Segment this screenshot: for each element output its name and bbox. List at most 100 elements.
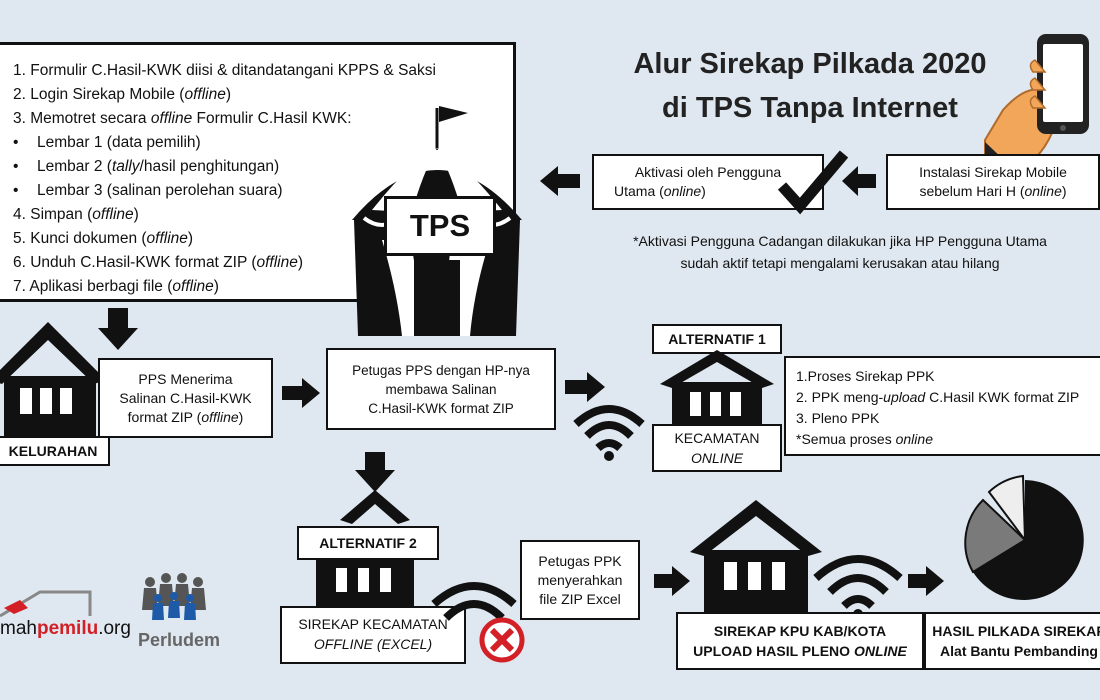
perludem-logo-icon bbox=[142, 573, 206, 620]
instalasi-line-1: Instalasi Sirekap Mobile bbox=[919, 164, 1067, 180]
text-part: Formulir C.Hasil KWK: bbox=[192, 110, 352, 127]
kelurahan-house-icon bbox=[0, 322, 106, 440]
step-item: 5. Kunci dokumen (offline) bbox=[13, 227, 513, 251]
checkmark-icon bbox=[777, 150, 849, 215]
aktivasi-note: *Aktivasi Pengguna Cadangan dilakukan ji… bbox=[560, 230, 1100, 274]
rumahpemilu-logo: mahpemilu.org bbox=[0, 618, 131, 640]
step-item: 7. Aplikasi berbagi file (offline) bbox=[13, 275, 513, 299]
step-sub-item: • Lembar 3 (salinan perolehan suara) bbox=[13, 179, 513, 203]
aktivasi-line-2: Utama (online) bbox=[614, 183, 706, 199]
text-part: ) bbox=[213, 278, 219, 295]
petugas-ppk-box: Petugas PPK menyerahkan file ZIP Excel bbox=[520, 540, 640, 620]
alt2-roof-icon bbox=[340, 490, 410, 524]
note-line-1: *Aktivasi Pengguna Cadangan dilakukan ji… bbox=[633, 233, 1047, 249]
kpu-house-icon bbox=[690, 500, 822, 612]
alt1-list-item: 3. Pleno PPK bbox=[796, 408, 1100, 429]
petugas-pps-line-3: C.Hasil-KWK format ZIP bbox=[368, 400, 514, 416]
logo-text-a: mah bbox=[0, 618, 37, 639]
text-part: ) bbox=[187, 230, 194, 247]
text-part: offline bbox=[172, 278, 214, 295]
text-part: Lembar 1 (data pemilih) bbox=[37, 134, 201, 151]
arrow-down-icon bbox=[355, 452, 395, 492]
petugas-ppk-line-1: Petugas PPK bbox=[538, 552, 622, 569]
text-part: upload bbox=[883, 389, 926, 405]
alt2-kecamatan-line-2: OFFLINE (EXCEL) bbox=[313, 636, 433, 652]
text-part: /hasil penghitungan) bbox=[139, 158, 280, 175]
note-line-2: sudah aktif tetapi mengalami kerusakan a… bbox=[680, 255, 1000, 271]
text-part: C.Hasil KWK format ZIP bbox=[925, 389, 1080, 405]
alt1-list-item: 1.Proses Sirekap PPK bbox=[796, 366, 1100, 387]
bullet: • bbox=[13, 182, 19, 199]
petugas-pps-box: Petugas PPS dengan HP-nya membawa Salina… bbox=[326, 348, 556, 430]
step-sub-item: • Lembar 1 (data pemilih) bbox=[13, 131, 513, 155]
text-part: 3. Pleno PPK bbox=[796, 410, 880, 426]
text-part: ) bbox=[133, 206, 139, 223]
wifi-icon bbox=[813, 555, 903, 619]
wifi-icon bbox=[573, 405, 645, 461]
kpu-box: SIREKAP KPU KAB/KOTA UPLOAD HASIL PLENO … bbox=[676, 612, 924, 670]
alt1-list-item: 2. PPK meng-upload C.Hasil KWK format ZI… bbox=[796, 387, 1100, 408]
arrow-right-icon bbox=[282, 378, 320, 408]
hasil-line-2: Alat Bantu Pembanding bbox=[940, 643, 1098, 659]
pie-chart-icon bbox=[964, 474, 1084, 600]
alt2-label: ALTERNATIF 2 bbox=[319, 535, 417, 551]
logo-text-b: pemilu bbox=[36, 618, 99, 639]
rumahpemilu-logo-icon bbox=[0, 590, 92, 618]
tps-label-box: TPS bbox=[384, 196, 496, 256]
text-part: online bbox=[895, 431, 933, 447]
kpu-line-1: SIREKAP KPU KAB/KOTA bbox=[713, 623, 887, 639]
text-part: 7. Aplikasi berbagi file ( bbox=[13, 278, 173, 295]
text-part: 6. Unduh C.Hasil-KWK format ZIP ( bbox=[13, 254, 257, 271]
text-part: 2. Login Sirekap Mobile ( bbox=[13, 86, 185, 103]
bullet: • bbox=[13, 134, 19, 151]
kelurahan-label-box: KELURAHAN bbox=[0, 436, 110, 466]
alt2-kecamatan-box: SIREKAP KECAMATAN OFFLINE (EXCEL) bbox=[280, 606, 466, 664]
kelurahan-label: KELURAHAN bbox=[8, 443, 98, 459]
kpu-line-2: UPLOAD HASIL PLENO ONLINE bbox=[693, 643, 907, 659]
text-part: 3. Memotret secara bbox=[13, 110, 151, 127]
text-part: ) bbox=[225, 86, 232, 103]
step-sub-item: • Lembar 2 (tally/hasil penghitungan) bbox=[13, 155, 513, 179]
text-part: 2. PPK meng- bbox=[796, 389, 884, 405]
bullet: • bbox=[13, 158, 19, 175]
no-wifi-icon bbox=[431, 582, 525, 663]
arrow-right-icon bbox=[908, 566, 944, 596]
sirekap-kecamatan-house-icon bbox=[316, 558, 414, 610]
pps-line-1: PPS Menerima bbox=[138, 370, 233, 387]
text-part: offline bbox=[256, 254, 298, 271]
pps-box: PPS Menerima Salinan C.Hasil-KWK format … bbox=[98, 358, 273, 438]
alt1-kecamatan-line-2: ONLINE bbox=[690, 450, 744, 466]
arrow-right-icon bbox=[654, 566, 690, 596]
text-part: 4. Simpan ( bbox=[13, 206, 93, 223]
tps-label: TPS bbox=[409, 208, 471, 243]
arrow-down-icon bbox=[98, 308, 138, 350]
petugas-ppk-line-3: file ZIP Excel bbox=[539, 590, 621, 607]
arrow-left-icon bbox=[540, 166, 580, 196]
perludem-logo: Perludem bbox=[138, 630, 221, 650]
alt1-kecamatan-line-1: KECAMATAN bbox=[674, 430, 760, 446]
alt1-label: ALTERNATIF 1 bbox=[668, 331, 766, 347]
text-part: offline bbox=[92, 206, 134, 223]
petugas-pps-line-1: Petugas PPS dengan HP-nya bbox=[352, 362, 530, 378]
text-part: offline bbox=[146, 230, 188, 247]
hasil-box: HASIL PILKADA SIREKAP Alat Bantu Pemband… bbox=[924, 612, 1100, 670]
instalasi-line-2: sebelum Hari H (online) bbox=[919, 183, 1067, 199]
alt1-list-item: *Semua proses online bbox=[796, 429, 1100, 450]
step-item: 3. Memotret secara offline Formulir C.Ha… bbox=[13, 107, 513, 131]
instalasi-box: Instalasi Sirekap Mobile sebelum Hari H … bbox=[886, 154, 1100, 210]
arrow-right-icon bbox=[565, 372, 605, 402]
step-item: 1. Formulir C.Hasil-KWK diisi & ditandat… bbox=[13, 59, 513, 83]
text-part: Lembar 3 (salinan perolehan suara) bbox=[37, 182, 283, 199]
title-line-1: Alur Sirekap Pilkada 2020 bbox=[633, 48, 987, 80]
title-line-2: di TPS Tanpa Internet bbox=[662, 92, 958, 124]
alt1-kecamatan-box: KECAMATAN ONLINE bbox=[652, 424, 782, 472]
page-title: Alur Sirekap Pilkada 2020 di TPS Tanpa I… bbox=[560, 42, 1060, 130]
step-item: 2. Login Sirekap Mobile (offline) bbox=[13, 83, 513, 107]
text-part: tally bbox=[111, 158, 140, 175]
pps-line-3: format ZIP (offline) bbox=[127, 408, 244, 425]
pps-line-2: Salinan C.Hasil-KWK bbox=[119, 389, 252, 406]
text-part: Lembar 2 ( bbox=[37, 158, 112, 175]
aktivasi-box: Aktivasi oleh Pengguna Utama (online) bbox=[592, 154, 824, 210]
alt2-kecamatan-line-1: SIREKAP KECAMATAN bbox=[298, 616, 448, 632]
